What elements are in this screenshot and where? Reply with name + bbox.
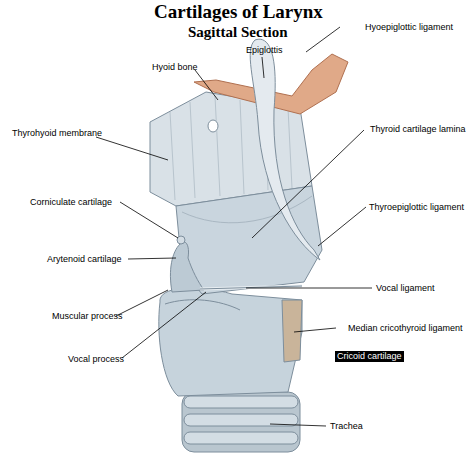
part-label: Hyoepiglottic ligament (365, 22, 453, 33)
part-label: Thyroepiglottic ligament (369, 202, 464, 213)
part-label: Trachea (330, 421, 363, 432)
subtitle: Sagittal Section (188, 24, 288, 41)
part-label: Median cricothyroid ligament (348, 323, 463, 334)
part-label: Epiglottis (246, 45, 283, 56)
title: Cartilages of Larynx (154, 1, 323, 23)
part-label: Vocal ligament (376, 283, 435, 294)
part-label: Cricoid cartilage (335, 351, 404, 362)
part-label: Muscular process (52, 311, 123, 322)
part-label: Hyoid bone (152, 62, 198, 73)
part-label: Thyrohyoid membrane (12, 128, 102, 139)
part-label: Thyroid cartilage lamina (370, 124, 466, 135)
part-label: Arytenoid cartilage (47, 254, 122, 265)
part-label: Corniculate cartilage (30, 197, 112, 208)
part-label: Vocal process (68, 354, 124, 365)
